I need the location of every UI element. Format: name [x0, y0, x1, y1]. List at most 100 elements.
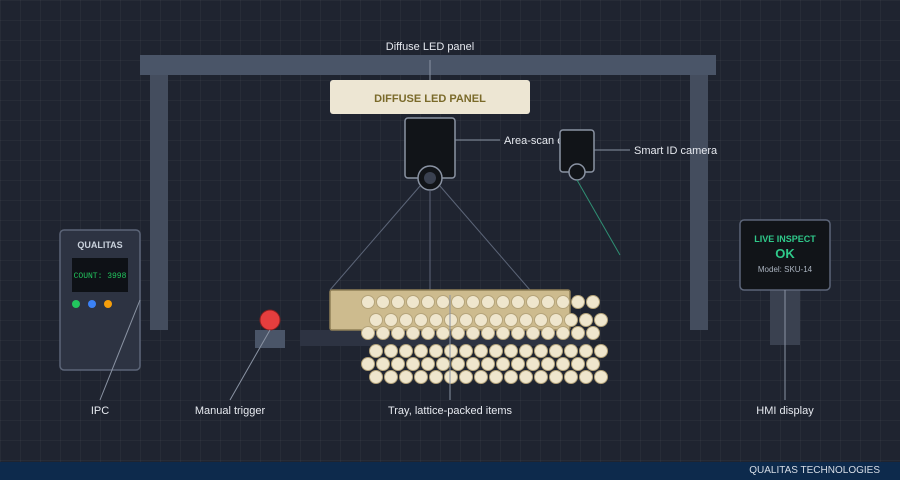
- tray-item: [466, 357, 480, 371]
- tray-label: Tray, lattice-packed items: [388, 405, 513, 417]
- tray-item: [369, 370, 383, 384]
- tray-item: [511, 326, 525, 340]
- ipc-title: QUALITAS: [77, 240, 122, 250]
- fov-right: [439, 185, 531, 291]
- hmi-status: OK: [775, 246, 795, 261]
- tray-item: [489, 313, 503, 327]
- tray-item: [556, 357, 570, 371]
- tray-item: [406, 295, 420, 309]
- tray-item: [429, 313, 443, 327]
- tray-item: [594, 344, 608, 358]
- tray-item: [519, 313, 533, 327]
- tray-item: [414, 370, 428, 384]
- tray-item: [399, 370, 413, 384]
- tray-item: [481, 326, 495, 340]
- trigger-leader: [229, 329, 271, 401]
- tray-item: [489, 344, 503, 358]
- ipc-led-green: [72, 300, 80, 308]
- footer-bar: QUALITAS TECHNOLOGIES: [0, 462, 900, 480]
- led-panel-text: DIFFUSE LED PANEL: [374, 93, 486, 105]
- manual-trigger-button: [259, 309, 281, 331]
- ipc-leader: [99, 299, 141, 401]
- tray-item: [421, 357, 435, 371]
- tray-item: [504, 313, 518, 327]
- hmi-title: LIVE INSPECT: [754, 234, 816, 244]
- smart-id-beam: [576, 179, 621, 256]
- tray-item: [369, 344, 383, 358]
- fov-left: [329, 185, 421, 291]
- tray-item: [481, 295, 495, 309]
- tray-item: [556, 295, 570, 309]
- tray-item: [466, 295, 480, 309]
- tray-item: [586, 295, 600, 309]
- tray-item: [579, 344, 593, 358]
- hmi-model: Model: SKU-14: [758, 265, 813, 274]
- tray-item: [481, 357, 495, 371]
- tray-item: [451, 357, 465, 371]
- tray-item: [549, 344, 563, 358]
- tray-item: [571, 357, 585, 371]
- tray-item: [474, 313, 488, 327]
- tray-item: [564, 313, 578, 327]
- tray-item: [534, 344, 548, 358]
- led-panel: [330, 80, 530, 114]
- tray-item: [369, 313, 383, 327]
- tray-item: [436, 357, 450, 371]
- tray-item: [571, 295, 585, 309]
- tray-item: [571, 326, 585, 340]
- tray-item: [474, 344, 488, 358]
- tray-item: [399, 344, 413, 358]
- ipc-led-blue: [88, 300, 96, 308]
- tray-item: [406, 357, 420, 371]
- smart-id-lens: [568, 163, 586, 181]
- ipc-screen: [72, 258, 128, 292]
- tray-item: [436, 326, 450, 340]
- tray-item: [421, 295, 435, 309]
- tray-item: [451, 295, 465, 309]
- tray-item: [459, 344, 473, 358]
- tray-item: [429, 370, 443, 384]
- ipc-cabinet: [59, 229, 141, 371]
- smart-id-label: Smart ID camera: [634, 145, 718, 157]
- tray-item: [391, 357, 405, 371]
- tray-item: [421, 326, 435, 340]
- tray-item: [586, 357, 600, 371]
- tray-item: [511, 357, 525, 371]
- tray-item: [564, 344, 578, 358]
- gantry-top-beam: [140, 55, 716, 75]
- tray-item: [384, 313, 398, 327]
- tray-item: [564, 370, 578, 384]
- ipc-count: COUNT: 3998: [74, 272, 127, 281]
- tray-item: [519, 344, 533, 358]
- tray-item: [541, 357, 555, 371]
- ipc-led-amber: [104, 300, 112, 308]
- tray-item: [399, 313, 413, 327]
- tray-item: [384, 370, 398, 384]
- tray-item: [406, 326, 420, 340]
- tray-item: [526, 295, 540, 309]
- footer-brand: QUALITAS TECHNOLOGIES: [749, 465, 880, 476]
- tray-item: [444, 313, 458, 327]
- tray-item: [504, 370, 518, 384]
- tray-item: [436, 295, 450, 309]
- tray-item: [466, 326, 480, 340]
- tray-items: [361, 295, 608, 384]
- tray-item: [474, 370, 488, 384]
- tray-item: [549, 313, 563, 327]
- tray-item: [489, 370, 503, 384]
- tray-item: [594, 370, 608, 384]
- tray-item: [361, 326, 375, 340]
- ipc-label: IPC: [91, 405, 109, 417]
- tray-item: [496, 295, 510, 309]
- tray-item: [376, 357, 390, 371]
- tray-item: [534, 313, 548, 327]
- tray-item: [451, 326, 465, 340]
- led-panel-caption: Diffuse LED panel: [386, 41, 474, 53]
- tray-item: [496, 326, 510, 340]
- tray-item: [391, 326, 405, 340]
- tray-item: [444, 370, 458, 384]
- tray-item: [541, 295, 555, 309]
- tray-item: [496, 357, 510, 371]
- tray-item: [376, 326, 390, 340]
